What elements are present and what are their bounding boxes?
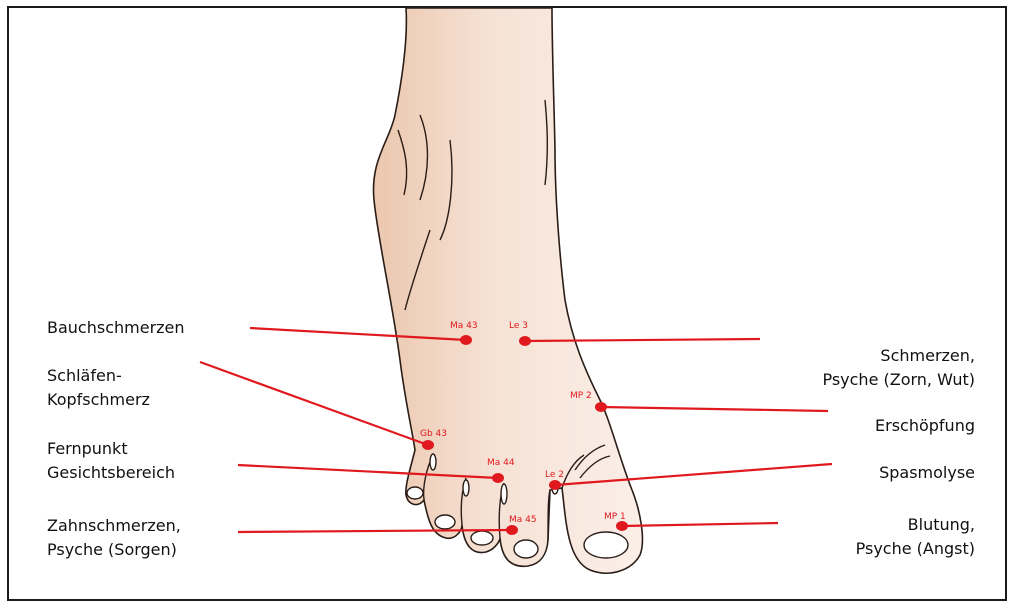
label-schmerz-line2: Psyche (Zorn, Wut): [822, 368, 975, 392]
label-schmerzen: Schmerzen, Psyche (Zorn, Wut): [822, 344, 975, 392]
label-fern-line2: Gesichtsbereich: [47, 461, 175, 485]
label-bauch-text: Bauchschmerzen: [47, 318, 185, 337]
label-zahn-line1: Zahnschmerzen,: [47, 514, 181, 538]
point-ma45: [506, 525, 518, 535]
point-le2: [549, 480, 561, 490]
label-zahnschmerzen: Zahnschmerzen, Psyche (Sorgen): [47, 514, 181, 562]
label-zahn-line2: Psyche (Sorgen): [47, 538, 181, 562]
label-erschoepfung-text: Erschöpfung: [875, 416, 975, 435]
code-ma45: Ma 45: [509, 515, 537, 525]
code-le2: Le 2: [545, 470, 564, 480]
label-blutung: Blutung, Psyche (Angst): [856, 513, 975, 561]
point-ma44: [492, 473, 504, 483]
label-schlaefen: Schläfen- Kopfschmerz: [47, 364, 150, 412]
code-ma43: Ma 43: [450, 321, 478, 331]
code-ma44: Ma 44: [487, 458, 515, 468]
label-spasmolyse: Spasmolyse: [879, 461, 975, 485]
code-le3: Le 3: [509, 321, 528, 331]
label-blutung-line2: Psyche (Angst): [856, 537, 975, 561]
label-erschoepfung: Erschöpfung: [875, 414, 975, 438]
label-blutung-line1: Blutung,: [856, 513, 975, 537]
label-fernpunkt: Fernpunkt Gesichtsbereich: [47, 437, 175, 485]
code-mp2: MP 2: [570, 391, 592, 401]
point-mp1: [616, 521, 628, 531]
point-ma43: [460, 335, 472, 345]
label-schlaefen-line2: Kopfschmerz: [47, 388, 150, 412]
point-mp2: [595, 402, 607, 412]
code-gb43: Gb 43: [420, 429, 447, 439]
point-gb43: [422, 440, 434, 450]
label-spasmolyse-text: Spasmolyse: [879, 463, 975, 482]
label-schmerz-line1: Schmerzen,: [822, 344, 975, 368]
code-mp1: MP 1: [604, 512, 626, 522]
label-bauchschmerzen: Bauchschmerzen: [47, 316, 185, 340]
label-schlaefen-line1: Schläfen-: [47, 364, 150, 388]
point-le3: [519, 336, 531, 346]
label-fern-line1: Fernpunkt: [47, 437, 175, 461]
